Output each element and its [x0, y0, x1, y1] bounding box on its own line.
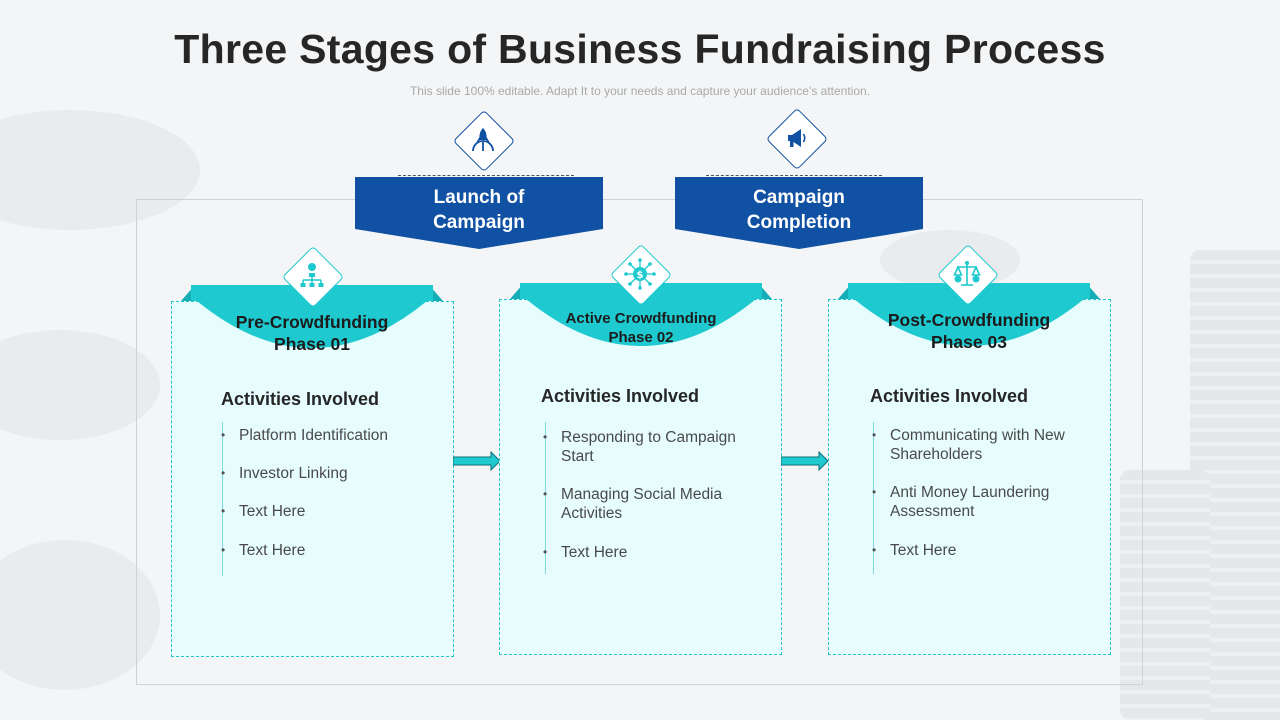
phase-1-activity-list: Platform Identification Investor Linking… — [221, 426, 441, 560]
milestone-1-dashed-line — [398, 175, 574, 176]
phase-2-name-line2: Phase 02 — [608, 329, 674, 346]
phase-1-name-line2: Phase 01 — [274, 334, 350, 354]
phase-2-card — [499, 299, 782, 655]
milestone-banner-launch: Launch of Campaign — [355, 177, 603, 249]
phase-1-name-line1: Pre-Crowdfunding — [235, 312, 389, 332]
list-item: Anti Money Laundering Assessment — [872, 483, 1092, 521]
milestone-2-line1: Campaign — [753, 187, 845, 208]
milestone-1-line1: Launch of — [433, 187, 525, 208]
process-frame — [136, 199, 1143, 685]
phase-3-activities-title: Activities Involved — [870, 386, 1029, 406]
milestone-banner-completion: Campaign Completion — [675, 177, 923, 249]
phase-3-card — [828, 299, 1111, 655]
list-item: Platform Identification — [221, 426, 441, 445]
list-item: Responding to Campaign Start — [543, 428, 753, 466]
arrow-right-icon — [781, 451, 829, 471]
milestone-1-line2: Campaign — [433, 212, 525, 233]
list-item: Text Here — [221, 541, 441, 560]
phase-1-header: Pre-Crowdfunding Phase 01 — [181, 285, 443, 367]
milestone-2-dashed-line — [706, 175, 882, 176]
page-subtitle: This slide 100% editable. Adapt It to yo… — [409, 84, 871, 98]
phase-1-activities-title: Activities Involved — [221, 389, 380, 409]
list-item: Communicating with New Shareholders — [872, 426, 1092, 464]
phase-1-divider — [222, 422, 223, 576]
list-item: Text Here — [221, 502, 441, 521]
list-item: Investor Linking — [221, 464, 441, 483]
svg-text:$: $ — [637, 270, 644, 281]
list-item: Text Here — [543, 543, 753, 562]
list-item: Managing Social Media Activities — [543, 485, 753, 523]
phase-2-name-line1: Active Crowdfunding — [565, 310, 717, 327]
phase-3-name-line1: Post-Crowdfunding — [887, 310, 1051, 330]
megaphone-icon — [788, 129, 806, 147]
hierarchy-icon — [300, 263, 324, 287]
phase-3-name-line2: Phase 03 — [931, 332, 1007, 352]
page-title: Three Stages of Business Fundraising Pro… — [174, 26, 1106, 72]
phase-2-activities-title: Activities Involved — [541, 386, 700, 406]
phase-3-activity-list: Communicating with New Shareholders Anti… — [872, 426, 1092, 560]
milestone-2-line2: Completion — [746, 212, 852, 233]
phase-2-activity-list: Responding to Campaign Start Managing So… — [543, 428, 753, 562]
dollar-network-icon: $ — [624, 258, 656, 290]
list-item: Text Here — [872, 541, 1092, 560]
rocket-icon — [472, 128, 494, 152]
arrow-right-icon — [453, 451, 501, 471]
balance-scale-icon — [953, 261, 981, 286]
